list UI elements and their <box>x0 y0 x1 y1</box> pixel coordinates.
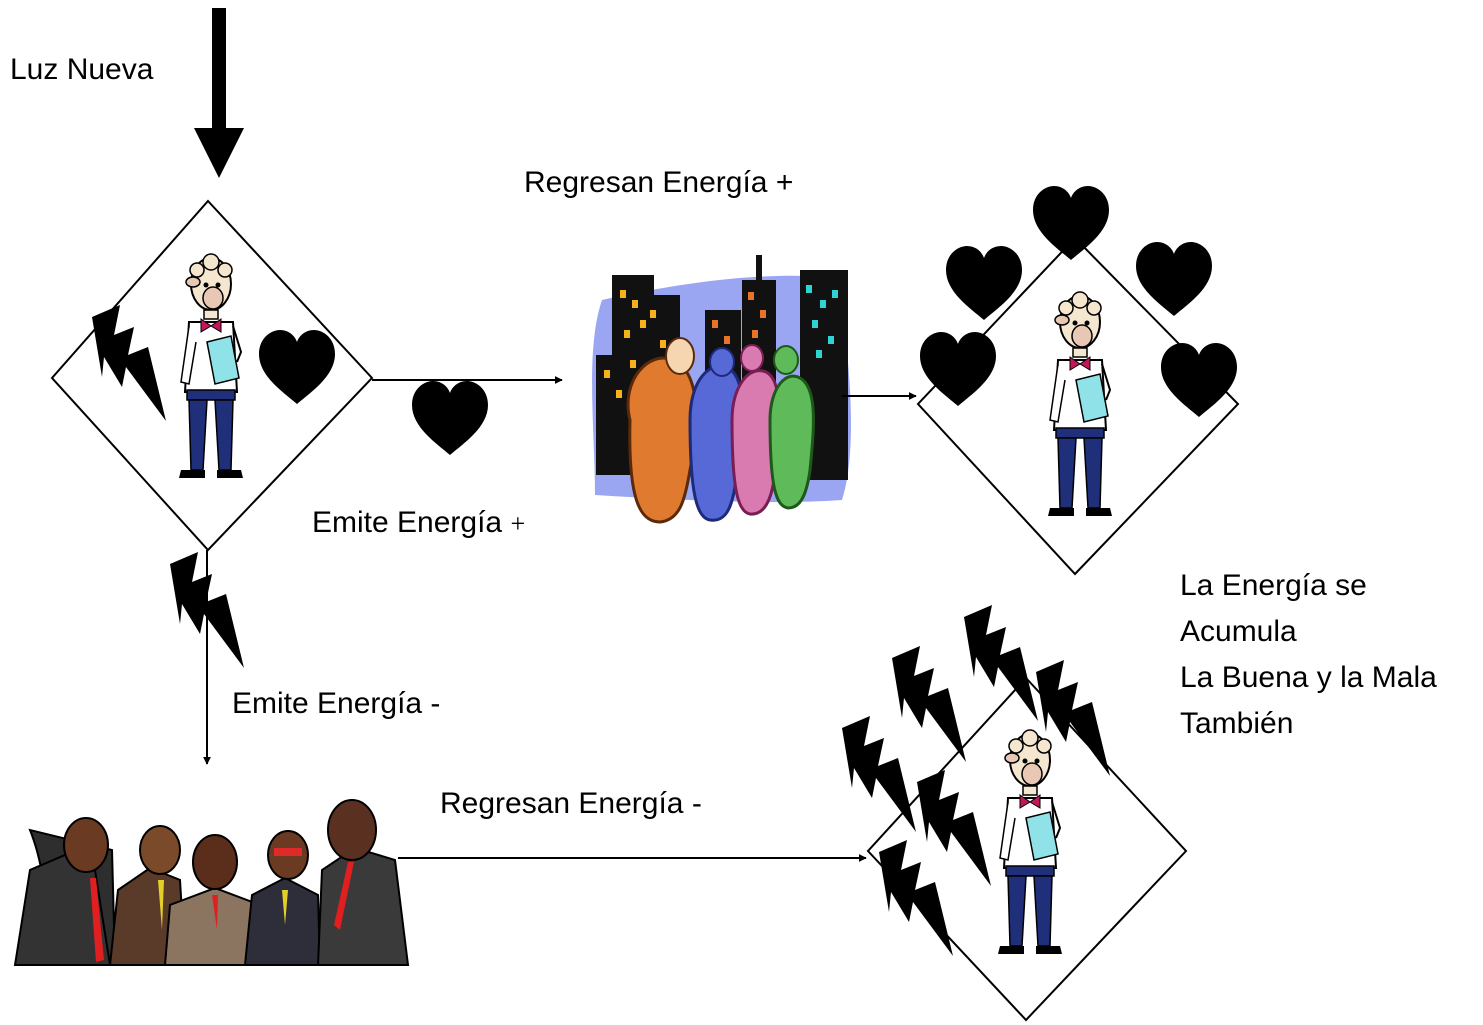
heart-icon <box>1033 186 1109 260</box>
lightning-bolt-icon <box>964 605 1038 721</box>
person-diamond-negative <box>842 605 1188 1022</box>
person-diamond-start <box>50 199 374 552</box>
label-emit-negative: Emite Energía - <box>232 687 441 720</box>
label-emit-positive-text: Emite Energía <box>312 506 503 539</box>
label-return-positive: Regresan Energía + <box>524 166 794 199</box>
heart-icon <box>412 381 488 455</box>
accumulation-note-line: La Buena y la Mala <box>1180 661 1437 694</box>
new-light-arrow <box>194 8 244 178</box>
label-emit-positive-sign: + <box>510 509 526 538</box>
accumulation-note: La Energía se Acumula La Buena y la Mala… <box>1180 563 1437 747</box>
city-crowd-clipart <box>592 255 851 524</box>
label-emit-positive: Emite Energía + <box>312 505 525 541</box>
label-new-light: Luz Nueva <box>10 53 154 86</box>
lightning-bolt-icon <box>842 716 916 832</box>
accumulation-note-line: También <box>1180 707 1294 740</box>
accumulation-note-line: La Energía se <box>1180 569 1367 602</box>
person-diamond-positive <box>916 186 1240 576</box>
businessmen-group-clipart <box>13 799 410 966</box>
accumulation-note-line: Acumula <box>1180 615 1297 648</box>
label-return-negative: Regresan Energía - <box>440 787 702 820</box>
heart-icon <box>1136 242 1212 316</box>
lightning-bolt-icon <box>892 646 966 762</box>
